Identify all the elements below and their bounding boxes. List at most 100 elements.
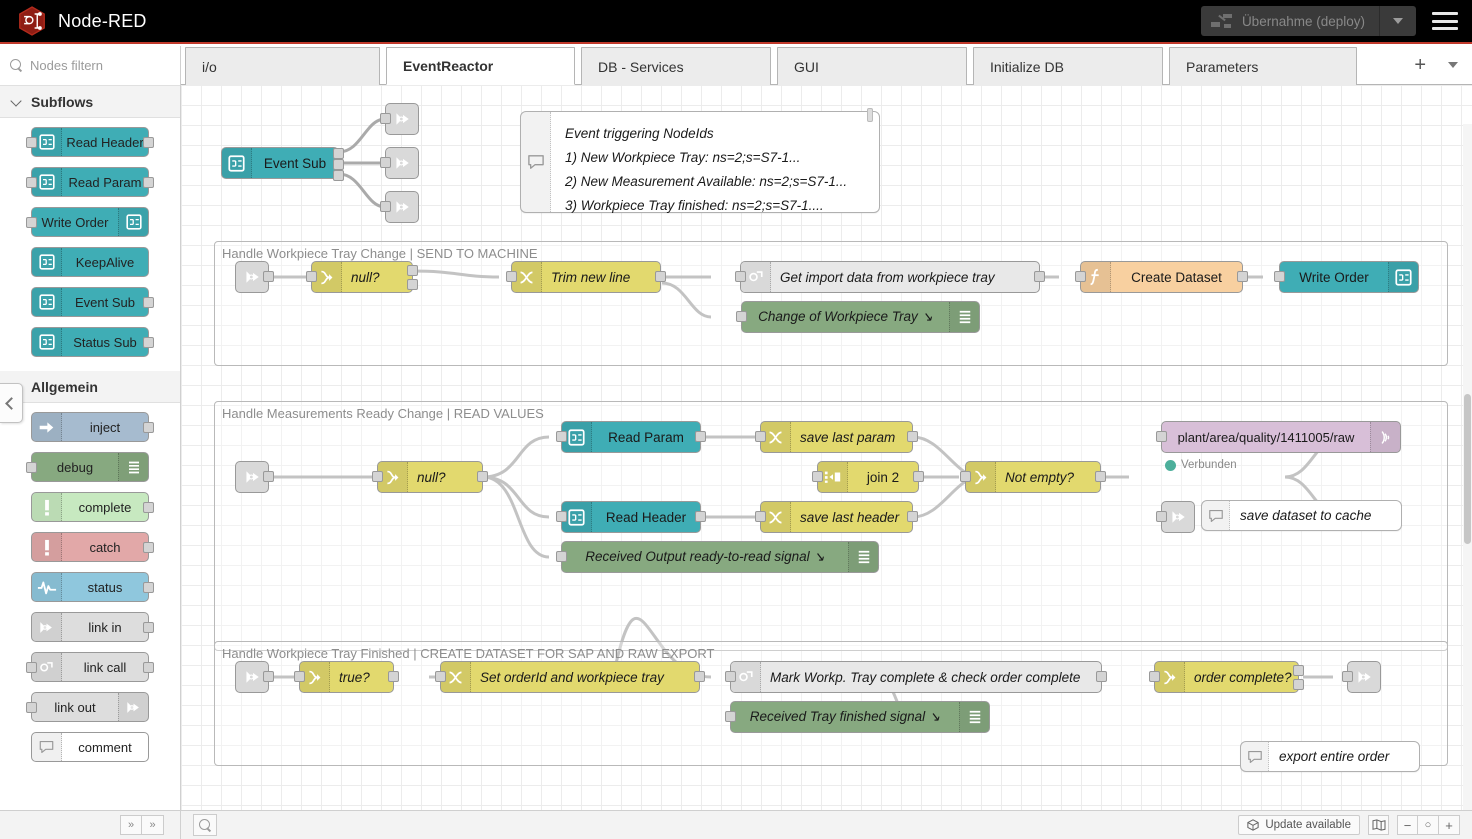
node-switch-null-g1[interactable]: null? bbox=[306, 261, 418, 293]
palette-node-catch[interactable]: catch bbox=[31, 532, 154, 562]
node-port-in[interactable] bbox=[1075, 271, 1086, 282]
node-port-in[interactable] bbox=[1156, 511, 1167, 522]
canvas-search-button[interactable] bbox=[193, 814, 217, 836]
palette-node-event-sub[interactable]: Event Sub bbox=[31, 287, 154, 317]
node-port-out[interactable] bbox=[143, 337, 154, 348]
palette-node-debug[interactable]: debug bbox=[26, 452, 149, 482]
node-port-in[interactable] bbox=[26, 462, 37, 473]
node-port-out[interactable] bbox=[407, 279, 418, 290]
add-flow-icon[interactable]: + bbox=[1414, 54, 1426, 76]
node-port-out[interactable] bbox=[143, 542, 154, 553]
node-port-out[interactable] bbox=[143, 137, 154, 148]
node-port-in[interactable] bbox=[1342, 671, 1353, 682]
node-port-out[interactable] bbox=[477, 471, 488, 482]
node-link-out-3[interactable] bbox=[380, 191, 419, 223]
node-port-in[interactable] bbox=[26, 177, 37, 188]
node-link-call-get-import-data[interactable]: Get import data from workpiece tray bbox=[735, 261, 1045, 293]
collapse-all-button[interactable]: » bbox=[120, 815, 142, 835]
zoom-in-button[interactable]: + bbox=[1439, 815, 1460, 835]
node-port-out[interactable] bbox=[1034, 271, 1045, 282]
palette-node-status-sub[interactable]: Status Sub bbox=[31, 327, 154, 357]
node-change-save-last-header[interactable]: save last header bbox=[755, 501, 918, 533]
node-port-out[interactable] bbox=[143, 662, 154, 673]
node-port-in[interactable] bbox=[306, 271, 317, 282]
node-port-in[interactable] bbox=[556, 431, 567, 442]
canvas-scroll-thumb[interactable] bbox=[1464, 394, 1471, 544]
node-comment-event-ids[interactable]: Event triggering NodeIds 1) New Workpiec… bbox=[520, 108, 880, 213]
comment-resize-handle[interactable] bbox=[867, 108, 873, 122]
node-port-in[interactable] bbox=[26, 137, 37, 148]
tab-initialize-db[interactable]: Initialize DB bbox=[973, 47, 1163, 85]
node-port-out[interactable] bbox=[1293, 679, 1304, 690]
node-comment-save-dataset-to-cache[interactable]: save dataset to cache bbox=[1201, 500, 1402, 531]
node-port-out[interactable] bbox=[143, 622, 154, 633]
tab-db-services[interactable]: DB - Services bbox=[581, 47, 771, 85]
palette-node-link-call[interactable]: link call bbox=[26, 652, 154, 682]
flow-canvas[interactable]: Event Sub bbox=[181, 85, 1472, 810]
node-port-in[interactable] bbox=[26, 702, 37, 713]
node-port-in[interactable] bbox=[26, 217, 37, 228]
node-port-in[interactable] bbox=[735, 271, 746, 282]
palette-node-keepalive[interactable]: KeepAlive bbox=[31, 247, 149, 277]
node-port-in[interactable] bbox=[294, 671, 305, 682]
node-debug-change-of-workpiece-tray[interactable]: Change of Workpiece Tray ↘ bbox=[736, 301, 980, 333]
node-port-out[interactable] bbox=[655, 271, 666, 282]
node-port-out[interactable] bbox=[143, 177, 154, 188]
node-port-out[interactable] bbox=[333, 170, 344, 181]
node-subflow-read-header[interactable]: Read Header bbox=[556, 501, 706, 533]
node-link-in-g3[interactable] bbox=[235, 661, 274, 693]
palette-node-link-out[interactable]: link out bbox=[26, 692, 149, 722]
node-port-in[interactable] bbox=[812, 471, 823, 482]
node-switch-true[interactable]: true? bbox=[294, 661, 399, 693]
node-change-save-last-param[interactable]: save last param bbox=[755, 421, 918, 453]
navigator-map-button[interactable] bbox=[1368, 815, 1389, 835]
node-port-in[interactable] bbox=[380, 201, 391, 212]
deploy-button[interactable]: Übernahme (deploy) bbox=[1200, 6, 1416, 36]
palette-node-status[interactable]: status bbox=[31, 572, 154, 602]
node-port-in[interactable] bbox=[755, 511, 766, 522]
node-port-in[interactable] bbox=[556, 551, 567, 562]
node-port-out[interactable] bbox=[263, 671, 274, 682]
node-link-out-g3[interactable] bbox=[1342, 661, 1381, 693]
node-port-out[interactable] bbox=[407, 265, 418, 276]
node-port-out[interactable] bbox=[694, 671, 705, 682]
node-port-out[interactable] bbox=[143, 297, 154, 308]
node-port-out[interactable] bbox=[333, 159, 344, 170]
zoom-reset-button[interactable]: ○ bbox=[1418, 815, 1439, 835]
node-switch-order-complete[interactable]: order complete? bbox=[1149, 661, 1304, 693]
node-change-trim-new-line[interactable]: Trim new line bbox=[506, 261, 666, 293]
palette-node-write-order[interactable]: Write Order bbox=[26, 207, 149, 237]
node-port-out[interactable] bbox=[263, 271, 274, 282]
palette-category-allgemein[interactable]: Allgemein bbox=[0, 371, 180, 403]
node-subflow-write-order[interactable]: Write Order bbox=[1274, 261, 1419, 293]
node-port-in[interactable] bbox=[26, 662, 37, 673]
canvas-vertical-scrollbar[interactable] bbox=[1463, 124, 1472, 810]
node-port-in[interactable] bbox=[960, 471, 971, 482]
node-join-2[interactable]: join 2 bbox=[812, 461, 924, 493]
node-port-in[interactable] bbox=[1274, 271, 1285, 282]
node-port-out[interactable] bbox=[695, 511, 706, 522]
node-function-create-dataset[interactable]: Create Dataset bbox=[1075, 261, 1248, 293]
node-port-in[interactable] bbox=[380, 113, 391, 124]
palette-node-read-header[interactable]: Read Header bbox=[26, 127, 154, 157]
node-port-in[interactable] bbox=[725, 711, 736, 722]
palette-node-inject[interactable]: inject bbox=[31, 412, 154, 442]
node-port-in[interactable] bbox=[736, 311, 747, 322]
node-change-set-orderid[interactable]: Set orderId and workpiece tray bbox=[435, 661, 705, 693]
node-port-in[interactable] bbox=[1156, 431, 1167, 442]
node-port-out[interactable] bbox=[263, 471, 274, 482]
deploy-dropdown-toggle[interactable] bbox=[1380, 18, 1416, 24]
node-port-in[interactable] bbox=[556, 511, 567, 522]
palette-node-complete[interactable]: complete bbox=[31, 492, 154, 522]
node-port-out[interactable] bbox=[1095, 471, 1106, 482]
node-port-in[interactable] bbox=[380, 157, 391, 168]
node-debug-received-output-ready[interactable]: Received Output ready-to-read signal ↘ bbox=[556, 541, 879, 573]
tab-gui[interactable]: GUI bbox=[777, 47, 967, 85]
node-port-out[interactable] bbox=[907, 431, 918, 442]
flow-list-chevron-down-icon[interactable] bbox=[1448, 62, 1458, 68]
node-port-out[interactable] bbox=[913, 471, 924, 482]
node-port-in[interactable] bbox=[1149, 671, 1160, 682]
node-link-out-1[interactable] bbox=[380, 103, 419, 135]
node-port-out[interactable] bbox=[143, 502, 154, 513]
node-link-out-2[interactable] bbox=[380, 147, 419, 179]
